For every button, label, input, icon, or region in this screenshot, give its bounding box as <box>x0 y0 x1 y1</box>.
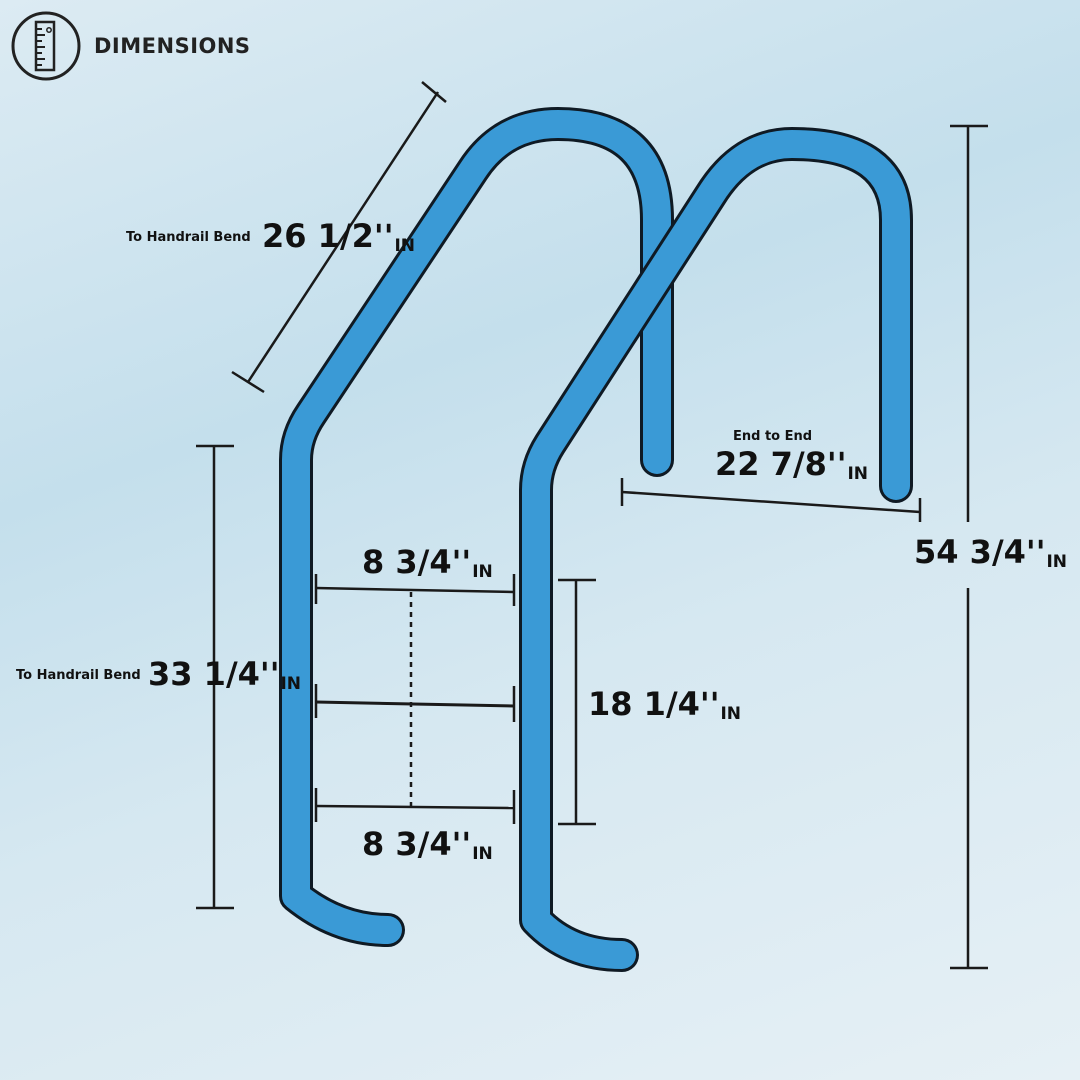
value-step-span-group: 18 1/4''IN <box>588 685 741 723</box>
value-end-to-end: 22 7/8'' <box>715 445 847 483</box>
caption-handrail-side: To Handrail Bend <box>16 668 141 683</box>
step-bottom <box>315 804 515 810</box>
right-handrail <box>519 127 913 972</box>
unit-step-width-top: IN <box>472 562 493 582</box>
value-step-width-top-group: 8 3/4''IN <box>362 543 493 581</box>
value-step-span: 18 1/4'' <box>588 685 720 723</box>
step-top <box>315 586 515 594</box>
dim-tick <box>421 81 447 103</box>
ruler-icon <box>11 11 81 81</box>
dim-tick <box>231 370 265 394</box>
left-handrail <box>279 107 674 947</box>
step-middle <box>315 700 515 708</box>
label-handrail-side: To Handrail Bend <box>16 666 141 682</box>
dimension-lines <box>196 81 988 970</box>
caption-end-to-end: End to End <box>733 429 813 444</box>
value-step-width-bottom: 8 3/4'' <box>362 825 472 863</box>
unit-end-to-end: IN <box>847 464 869 484</box>
value-step-width-bottom-group: 8 3/4''IN <box>362 825 493 863</box>
unit-handrail-top: IN <box>394 236 416 256</box>
value-handrail-side: 33 1/4'' <box>148 655 280 693</box>
value-total-height-group: 54 3/4''IN <box>914 533 1067 571</box>
value-handrail-side-group: 33 1/4''IN <box>148 655 301 693</box>
value-step-width-top: 8 3/4'' <box>362 543 472 581</box>
value-total-height: 54 3/4'' <box>914 533 1046 571</box>
caption-handrail-top: To Handrail Bend <box>126 230 251 245</box>
dim-line-handrail-top <box>246 91 440 383</box>
unit-step-span: IN <box>720 704 742 724</box>
value-end-to-end-group: 22 7/8''IN <box>715 445 868 483</box>
page-title: DIMENSIONS <box>94 34 251 58</box>
header: DIMENSIONS <box>10 10 251 82</box>
unit-step-width-bottom: IN <box>472 844 493 864</box>
dim-line-end-to-end <box>621 490 921 514</box>
unit-total-height: IN <box>1046 552 1068 572</box>
label-handrail-top: To Handrail Bend <box>126 228 251 244</box>
unit-handrail-side: IN <box>280 674 302 694</box>
value-handrail-top: 26 1/2'' <box>262 217 394 255</box>
value-handrail-top-group: 26 1/2''IN <box>262 217 415 255</box>
label-end-to-end: End to End <box>733 427 812 443</box>
